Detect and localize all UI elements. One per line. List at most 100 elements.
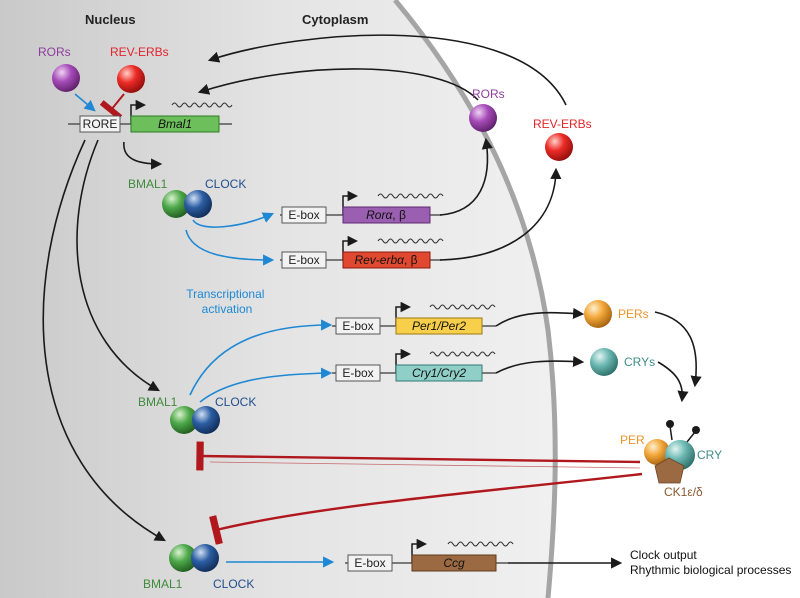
ror-protein-nucleus [52,64,80,92]
phosphate-icon-2 [692,426,700,434]
phosphate-icon-1 [666,420,674,428]
ebox-reverb-label: E-box [288,253,319,267]
rora-translation-arrow [439,137,493,216]
reverb-protein-cytoplasm [545,133,573,161]
phosphate-stalk-2 [686,431,696,443]
bmal1-label-c: BMAL1 [143,577,183,591]
ebox-per-label: E-box [342,319,373,333]
per-complex-subunit [644,439,670,465]
cytoplasm-title: Cytoplasm [302,12,368,27]
output-line-1: Clock output [630,548,697,562]
bmal1-label-a: BMAL1 [128,177,168,191]
ebox-rora [281,206,327,224]
rora-italic: Rorα [366,208,393,222]
ebox-reverb [281,251,327,269]
cry-translation-arrow [495,355,585,374]
ebox-cry-label: E-box [342,366,373,380]
ccg-gene-label: Ccg [443,556,465,570]
rore-element [79,115,121,133]
rors-nucleus-label: RORs [38,45,71,59]
cry-complex-label: CRY [697,448,722,462]
crys-to-complex-arrow [657,361,689,403]
bmal1-to-pair-b-arrow [76,139,160,392]
reverb-mrna [377,238,444,244]
bmal1-mrna [171,102,233,108]
reverb-gene [342,251,431,269]
reverb-represses-rore [99,93,125,120]
transcriptional-activation-label: Transcriptional activation [186,287,268,316]
nuclear-membrane [393,0,558,598]
per-cry-ck1-complex [644,420,700,484]
clock-protein-b [192,406,220,434]
clock-protein-c [191,544,219,572]
cry-protein [590,348,618,376]
ebox-rora-label: E-box [288,208,319,222]
clock-label-a: CLOCK [205,177,246,191]
ror-protein-cytoplasm [469,104,497,132]
bmal1-to-pair-c-arrow [42,139,166,542]
per-complex-label: PER [620,433,645,447]
pers-label: PERs [618,307,649,321]
per-mrna [429,304,496,310]
repression-to-pair-b-shadow [209,461,641,469]
reverbs-import-arrow [207,34,567,106]
ck1-complex-label: CK1ε/δ [664,485,703,499]
ror-activates-rore-arrow [74,93,96,112]
reverb-protein-nucleus [117,65,145,93]
bmal1-gene-label: Bmal1 [158,117,192,131]
activation-arrow-reverb [185,229,275,266]
reverb-italic: Rev-erbα [354,253,405,267]
reverbs-cyto-label: REV-ERBs [533,117,592,131]
rors-cyto-label: RORs [472,87,505,101]
phosphate-stalk-1 [669,425,673,441]
per-gene [395,317,483,335]
repression-to-pair-c [209,472,643,545]
bmal1-protein-a [162,190,190,218]
rora-suffix: , β [392,208,406,222]
cry-mrna [429,351,496,357]
crys-label: CRYs [624,355,655,369]
clock-protein-a [184,190,212,218]
bmal1-label-b: BMAL1 [138,395,178,409]
bmal1-translation-arrow [123,141,163,170]
nucleus-region [0,0,556,598]
per-protein [584,300,612,328]
repression-to-pair-b [196,441,641,471]
transcriptional-line-2: activation [202,302,253,316]
per-translation-arrow [495,307,585,327]
cry-gene-label: Cry1/Cry2 [412,366,466,380]
transcriptional-line-1: Transcriptional [186,287,264,301]
reverbs-nucleus-label: REV-ERBs [110,45,169,59]
activation-arrow-rora [192,212,275,228]
clock-label-b: CLOCK [215,395,256,409]
rora-mrna [377,193,444,199]
ccg-mrna [447,541,514,547]
rora-gene [342,206,431,224]
rors-import-arrow [197,68,479,101]
bmal1-gene [130,115,220,133]
activation-arrow-per [189,319,333,396]
output-label: Clock output Rhythmic biological process… [630,548,791,577]
nucleus-title: Nucleus [85,12,136,27]
reverb-gene-label: Rev-erbα, β [354,253,417,267]
reverb-translation-arrow [439,167,562,261]
pers-to-complex-arrow [654,311,702,388]
ebox-per [335,317,381,335]
activation-arrow-cry [199,367,333,403]
ebox-ccg [347,554,393,572]
ck1-complex-subunit [654,457,685,484]
ccg-gene [411,554,497,572]
cry-gene [395,364,483,382]
rora-gene-label: Rorα, β [366,208,406,222]
bmal1-protein-b [170,406,198,434]
bmal1-protein-c [169,544,197,572]
per-gene-label: Per1/Per2 [412,319,466,333]
ebox-ccg-label: E-box [354,556,385,570]
clock-label-c: CLOCK [213,577,254,591]
rore-label: RORE [83,117,118,131]
reverb-suffix: , β [404,253,418,267]
output-line-2: Rhythmic biological processes [630,563,791,577]
ebox-cry [335,364,381,382]
